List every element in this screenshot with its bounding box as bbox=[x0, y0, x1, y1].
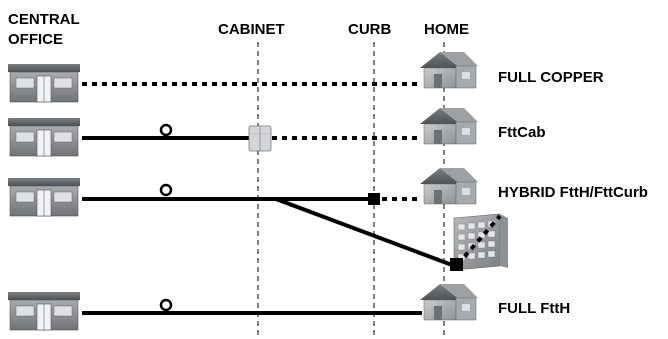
row-label-hybrid: HYBRID FttH/FttCurb bbox=[498, 184, 648, 201]
fiber-branch-line bbox=[275, 197, 453, 267]
row-full-copper: FULL COPPER bbox=[7, 51, 604, 103]
curb-splice-node bbox=[368, 193, 380, 205]
home-icon bbox=[419, 51, 479, 89]
fiber-loop-icon bbox=[159, 183, 173, 197]
central-office-building-icon bbox=[7, 177, 81, 217]
fiber-loop-icon bbox=[159, 298, 173, 312]
header-central-office-line2: OFFICE bbox=[8, 31, 63, 48]
home-icon bbox=[419, 107, 479, 145]
header-home: HOME bbox=[424, 21, 469, 38]
header-cabinet: CABINET bbox=[218, 21, 285, 38]
header-central-office-line1: CENTRAL bbox=[8, 11, 80, 28]
cabinet-icon bbox=[248, 125, 272, 152]
header-curb: CURB bbox=[348, 21, 391, 38]
central-office-building-icon bbox=[7, 291, 81, 331]
row-fttcab: FttCab bbox=[7, 107, 546, 157]
row-hybrid-ftth-fttcurb: HYBRID FttH/FttCurb bbox=[7, 167, 648, 271]
central-office-building-icon bbox=[7, 63, 81, 103]
home-icon bbox=[419, 283, 479, 321]
row-label-full-copper: FULL COPPER bbox=[498, 69, 604, 86]
in-building-copper-line bbox=[456, 214, 502, 266]
row-label-fttcab: FttCab bbox=[498, 124, 546, 141]
building-splice-node bbox=[450, 258, 463, 271]
row-label-full-ftth: FULL FttH bbox=[498, 300, 570, 317]
fiber-loop-icon bbox=[159, 123, 173, 137]
central-office-building-icon bbox=[7, 117, 81, 157]
home-icon bbox=[419, 167, 479, 205]
row-full-ftth: FULL FttH bbox=[7, 283, 570, 331]
